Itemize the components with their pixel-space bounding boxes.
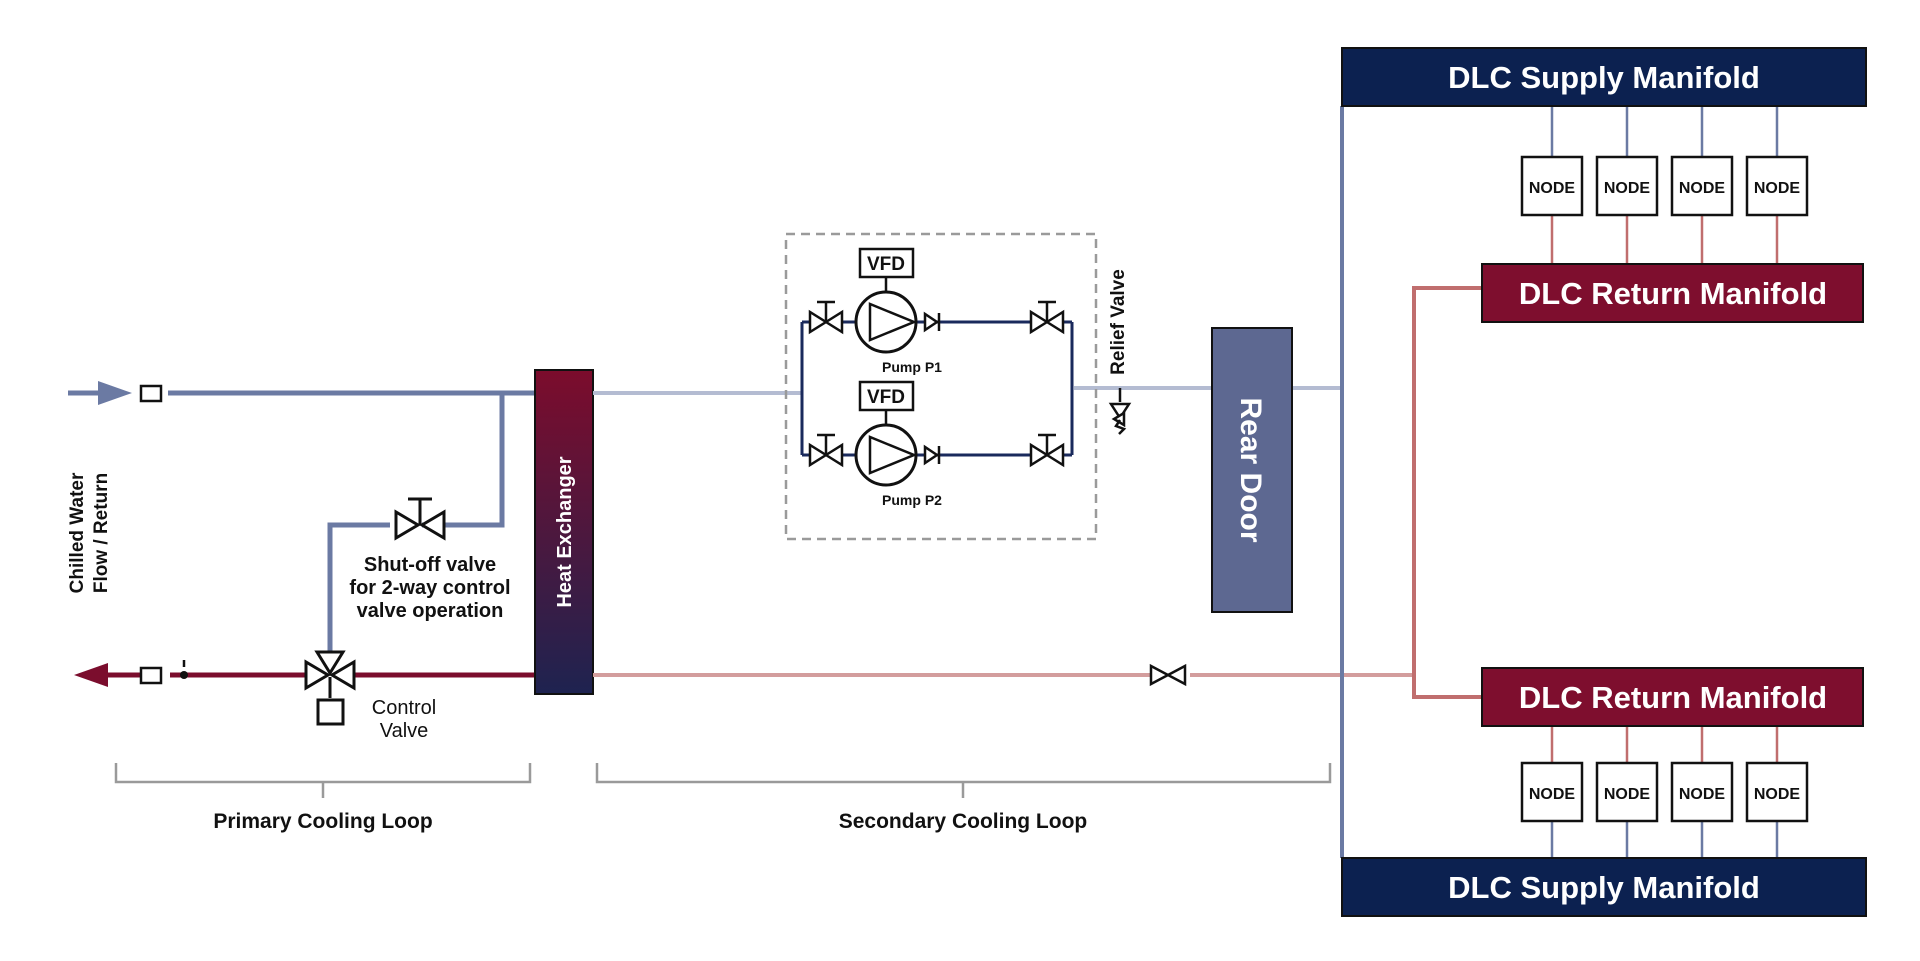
- primary-loop-label: Primary Cooling Loop: [213, 810, 432, 833]
- node-label: NODE: [1754, 180, 1801, 197]
- relief-valve-label: Relief Valve: [1108, 269, 1129, 375]
- node-links-top: [1550, 106, 1779, 264]
- node-label: NODE: [1529, 180, 1576, 197]
- pump-p1: VFD Pump P1: [808, 247, 1065, 375]
- vfd-box: [858, 247, 915, 279]
- pump-impeller-icon: [868, 302, 918, 342]
- flow-return-label: Flow / Return: [91, 473, 112, 593]
- node-box: [1520, 155, 1584, 217]
- rear-door: [1211, 327, 1293, 613]
- flow-meter-icon: [139, 384, 163, 403]
- dlc-return-manifold-top: [1481, 263, 1864, 323]
- return-meter-icon: [139, 666, 163, 685]
- gate-valve-icon: [808, 433, 844, 468]
- dlc-supply-manifold-top-label: DLC Supply Manifold: [1448, 60, 1760, 95]
- nodes-bottom: NODE NODE NODE NODE: [1520, 761, 1809, 823]
- node-label: NODE: [1679, 180, 1726, 197]
- vfd-label: VFD: [867, 254, 905, 275]
- pump-piping: [800, 320, 1074, 457]
- gate-valve-icon: [1029, 433, 1065, 468]
- node-box: [1745, 155, 1809, 217]
- pump-p2-label: Pump P2: [882, 492, 942, 508]
- dlc-supply-manifold-bottom-label: DLC Supply Manifold: [1448, 870, 1760, 905]
- vfd-box: [858, 380, 915, 412]
- node-box: [1670, 761, 1734, 823]
- dlc-supply-manifold-bottom: [1341, 857, 1867, 917]
- check-valve-icon: [923, 444, 941, 466]
- relief-valve-icon: [1108, 388, 1132, 435]
- pump-impeller-icon: [868, 435, 918, 475]
- node-label: NODE: [1604, 180, 1651, 197]
- node-label: NODE: [1604, 786, 1651, 803]
- pump-p2: VFD Pump P2: [808, 380, 1065, 508]
- chilled-water-label: Chilled Water: [67, 472, 88, 593]
- node-box: [1595, 761, 1659, 823]
- check-valve-icon: [923, 311, 941, 333]
- dlc-return-manifold-bottom: [1481, 667, 1864, 727]
- secondary-loop-label: Secondary Cooling Loop: [839, 810, 1088, 833]
- node-label: NODE: [1679, 786, 1726, 803]
- node-label: NODE: [1529, 786, 1576, 803]
- node-box: [1745, 761, 1809, 823]
- dlc-return-manifold-top-label: DLC Return Manifold: [1519, 276, 1827, 311]
- gate-valve-icon: [808, 300, 844, 335]
- pump-skid: [784, 232, 1098, 541]
- pump-p1-label: Pump P1: [882, 359, 942, 375]
- node-box: [1595, 155, 1659, 217]
- node-box: [1520, 761, 1584, 823]
- node-links-bottom: [1550, 726, 1779, 858]
- vfd-label: VFD: [867, 387, 905, 408]
- rear-door-label: Rear Door: [1234, 397, 1267, 542]
- heat-exchanger-label: Heat Exchanger: [554, 456, 576, 607]
- node-label: NODE: [1754, 786, 1801, 803]
- secondary-loop-bracket: [595, 763, 1332, 798]
- shutoff-label-1: Shut-off valve: [364, 554, 496, 576]
- manifold-return-riser: [1412, 286, 1482, 699]
- dlc-return-manifold-bottom-label: DLC Return Manifold: [1519, 680, 1827, 715]
- secondary-supply-pipe: [593, 386, 1342, 395]
- gate-valve-icon: [394, 497, 446, 541]
- shutoff-label-3: valve operation: [357, 600, 504, 622]
- arrow-in-icon: [98, 381, 132, 405]
- gate-valve-icon: [1029, 300, 1065, 335]
- sensor-dot-icon: [180, 671, 188, 679]
- primary-loop-bracket: [114, 763, 532, 798]
- shutoff-label-2: for 2-way control: [349, 577, 510, 599]
- control-valve-label-2: Valve: [380, 720, 429, 742]
- node-box: [1670, 155, 1734, 217]
- ball-valve-icon: [1149, 663, 1187, 687]
- heat-exchanger: [534, 369, 594, 695]
- three-way-valve-icon: [304, 650, 356, 726]
- arrow-out-icon: [74, 663, 108, 687]
- dlc-supply-manifold-top: [1341, 47, 1867, 107]
- nodes-top: NODE NODE NODE NODE: [1520, 155, 1809, 217]
- control-valve-label-1: Control: [372, 697, 436, 719]
